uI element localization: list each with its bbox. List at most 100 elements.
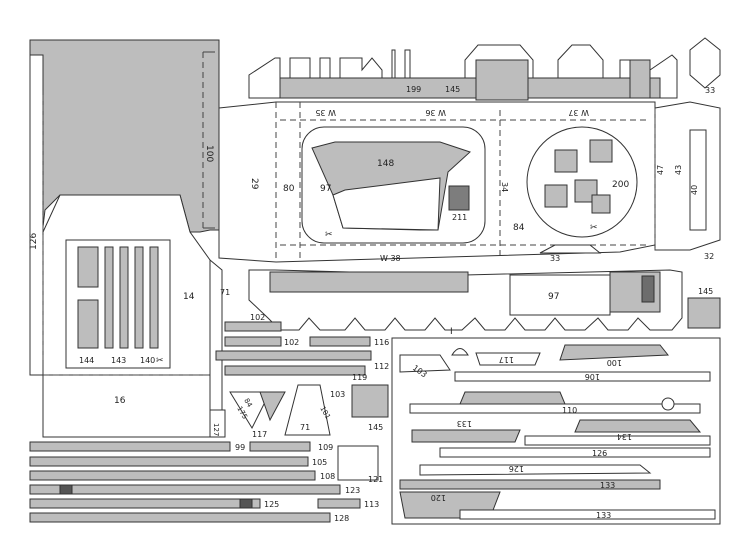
label-102-a: 102 [250,313,265,322]
part-106 [454,371,711,382]
label-123: 123 [345,486,360,495]
part-145-mid [351,384,389,418]
section-i-marker: I [450,327,453,337]
label-14: 14 [183,292,195,302]
part-116 [309,336,371,347]
label-120: 120 [431,493,446,502]
label-w35: W 35 [315,108,336,117]
label-100-right: 100 [607,358,622,367]
label-145-top: 145 [445,85,460,94]
label-144: 144 [79,356,94,365]
part-144-a [77,246,99,288]
scissors-icon: ✂ [325,230,333,240]
label-100: 100 [204,145,214,162]
stern-block [629,59,651,99]
deck-end-cap [654,101,721,251]
label-133-b: 133 [600,481,615,490]
label-117-right: 117 [499,355,514,364]
label-99: 99 [235,443,245,452]
part-round [661,397,675,411]
label-119: 119 [352,373,367,382]
label-133-a: 133 [457,419,472,428]
part-126-a [439,447,711,458]
label-127: 127 [212,423,220,436]
part-200-box-e [591,194,611,214]
part-119-top [215,350,372,361]
left-panel-group [29,39,226,438]
label-126-a: 126 [592,449,607,458]
part-200-box-b [589,139,613,163]
part-145-right [687,297,721,329]
bottom-strips [29,441,379,523]
part-175-piece [259,391,286,422]
label-108: 108 [320,472,335,481]
part-126-b [419,464,652,476]
scissors-icon: ✂ [590,223,598,233]
label-134: 134 [617,432,632,441]
part-127-tab [209,409,226,438]
label-32: 32 [704,252,714,261]
label-97-deck: 97 [320,184,331,194]
lower-dark-grille [641,275,655,303]
label-w36: W 36 [425,108,446,117]
label-w38: W 38 [380,254,401,263]
part-117-piece [229,391,271,430]
part-110-piece [459,391,566,405]
label-110: 110 [562,406,577,415]
part-97-lower-box [509,274,611,316]
part-103-right [399,354,451,373]
label-84-small: 84 [242,397,254,409]
part-144-b [77,299,99,349]
part-125-dark-mark [239,498,253,509]
part-134 [524,435,711,446]
label-126-b: 126 [509,464,524,473]
part-117-right [475,352,541,366]
part-108 [29,470,316,481]
superstructure-block [475,59,529,101]
label-113: 113 [364,500,379,509]
part-200-box-a [554,149,578,173]
lower-side-strip [248,269,683,331]
label-148: 148 [377,159,394,169]
label-34: 34 [500,182,509,192]
part-128 [29,512,331,523]
part-102-a [224,321,282,332]
label-116: 116 [374,338,389,347]
part-133-a [411,429,521,443]
label-140: 140 [140,356,155,365]
part-126-strip [29,54,44,376]
label-84: 84 [513,223,525,233]
upper-side-strip [248,44,678,101]
part-119 [224,365,366,376]
label-145-right: 145 [698,287,713,296]
label-97-lower: 97 [548,292,559,302]
part-101-piece [284,384,331,436]
label-200: 200 [612,180,629,190]
label-29: 29 [249,178,259,190]
part-123-dark-mark [59,484,73,495]
label-199: 199 [406,85,421,94]
label-71: 71 [220,288,230,297]
label-126-left: 126 [29,233,39,250]
label-102-b: 102 [284,338,299,347]
part-200-box-c [544,184,568,208]
part-140-b [149,246,159,349]
part-97-hatch-side [332,177,441,231]
label-33-mid: 33 [550,254,560,263]
deck-end-strip [689,129,707,231]
hull-side-grey-band [279,77,661,99]
section-i-box [391,337,721,525]
label-128: 128 [334,514,349,523]
label-106: 106 [585,372,600,381]
middle-strips [215,321,389,436]
part-123 [29,484,341,495]
part-109 [249,441,311,452]
part-33-mid [539,244,602,254]
label-w37: W 37 [568,108,589,117]
part-133-c [459,509,716,520]
part-33-top [689,37,721,89]
part-110 [409,403,701,414]
scissors-icon: ✂ [156,356,164,366]
label-40: 40 [690,185,699,195]
